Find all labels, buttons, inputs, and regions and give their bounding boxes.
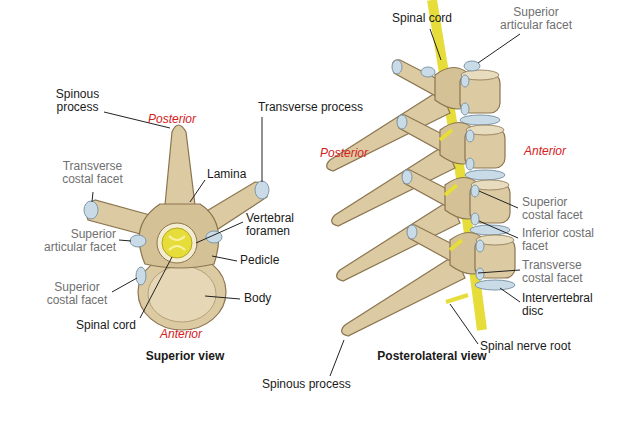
direction-label: Posterior	[148, 113, 208, 126]
part-label: Spinal cord	[392, 12, 472, 25]
part-label: Spinous process	[50, 88, 105, 114]
direction-label: Anterior	[524, 145, 584, 158]
part-label: Intervertebral disc	[522, 292, 607, 318]
direction-label: Anterior	[160, 328, 220, 341]
part-label: Lamina	[207, 168, 267, 181]
view-caption: Posterolateral view	[362, 350, 502, 363]
part-label: Spinal cord	[76, 319, 156, 332]
part-label: Inferior costal facet	[522, 227, 597, 253]
part-label: Superior costal facet	[522, 196, 597, 222]
part-label: Superior articular facet	[28, 228, 116, 254]
posterolateral-column	[327, 0, 515, 336]
part-label: Body	[244, 292, 294, 305]
part-label: Spinous process	[262, 378, 372, 391]
part-label: Superior articular facet	[492, 6, 580, 32]
part-label: Transverse costal facet	[522, 259, 602, 285]
part-label: Vertebral foramen	[246, 212, 306, 238]
part-label: Superior costal facet	[42, 281, 112, 307]
leader-lines	[92, 29, 520, 376]
part-label: Pedicle	[240, 254, 300, 267]
direction-label: Posterior	[320, 147, 380, 160]
part-label: Transverse process	[258, 101, 388, 114]
view-caption: Superior view	[130, 350, 240, 363]
part-label: Spinal nerve root	[480, 340, 600, 353]
part-label: Transverse costal facet	[55, 160, 130, 186]
